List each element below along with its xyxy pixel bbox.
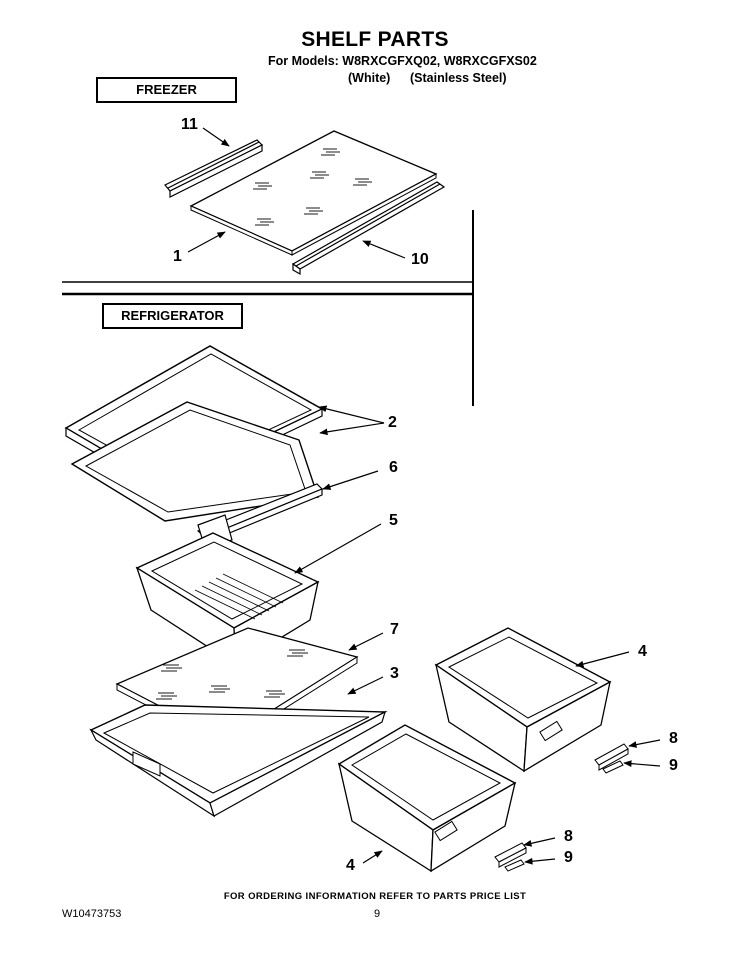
ordering-note: FOR ORDERING INFORMATION REFER TO PARTS … (223, 891, 527, 902)
part-11-shelf-trim (164, 139, 264, 198)
callout-11: 11 (181, 116, 198, 133)
callout-8-lower: 8 (564, 828, 573, 845)
part-10-shelf-trim (291, 181, 446, 276)
refrigerator-section-label: REFRIGERATOR (102, 303, 243, 329)
models-line: For Models: W8RXCGFXQ02, W8RXCGFXS02 (268, 54, 537, 68)
freezer-section-label: FREEZER (96, 77, 237, 103)
part-4-drawer-lower (337, 724, 517, 873)
callout-2: 2 (388, 414, 397, 431)
callout-3: 3 (390, 665, 399, 682)
callout-7: 7 (390, 621, 399, 638)
callout-4-upper: 4 (638, 643, 647, 660)
callout-8-upper: 8 (669, 730, 678, 747)
part-2-upper-shelf-frame (70, 401, 319, 522)
variant-stainless: (Stainless Steel) (410, 71, 507, 85)
part-9-clip-lower (504, 859, 525, 872)
variant-white: (White) (348, 71, 391, 85)
callout-9-upper: 9 (669, 757, 678, 774)
part-9-clip-upper (602, 760, 624, 774)
page-number: 9 (374, 908, 381, 920)
callout-1: 1 (173, 248, 182, 265)
callout-9-lower: 9 (564, 849, 573, 866)
page-title: SHELF PARTS (301, 28, 449, 51)
section-divider (62, 210, 474, 406)
callout-5: 5 (389, 512, 398, 529)
leader-arrows (187, 127, 661, 865)
part-4-drawer-upper (434, 627, 612, 773)
callout-10: 10 (411, 251, 429, 268)
part-1-glass-shelf (189, 130, 438, 256)
part-8-clip-lower (494, 842, 527, 868)
part-8-clip-upper (594, 743, 629, 771)
document-id: W10473753 (62, 908, 122, 920)
callout-6: 6 (389, 459, 398, 476)
part-3-crisper-frame (89, 704, 388, 818)
callout-4-lower: 4 (346, 857, 355, 874)
